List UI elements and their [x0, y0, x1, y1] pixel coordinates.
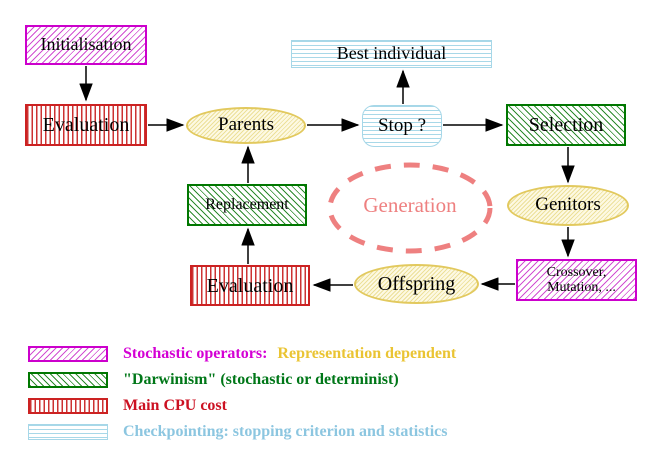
node-selection: Selection	[506, 104, 626, 146]
node-genitors: Genitors	[507, 185, 629, 226]
legend-swatch-darwinism	[28, 372, 108, 388]
legend-label-stochastic: Stochastic operators:	[123, 345, 268, 362]
legend-row-checkpointing: Checkpointing: stopping criterion and st…	[28, 422, 447, 442]
legend-swatch-checkpointing	[28, 424, 108, 440]
node-parents: Parents	[186, 107, 306, 144]
node-crossover-mutation: Crossover, Mutation, ...	[516, 259, 637, 301]
node-replacement: Replacement	[187, 184, 307, 226]
legend-row-cpu-cost: Main CPU cost	[28, 396, 227, 416]
legend-label-darwinism: "Darwinism" (stochastic or determinist)	[123, 371, 399, 388]
crossover-line1: Crossover,	[546, 264, 607, 280]
legend-label-cpu-cost: Main CPU cost	[123, 397, 227, 414]
node-stop: Stop ?	[362, 105, 442, 147]
node-best-individual: Best individual	[291, 40, 492, 68]
node-initialisation: Initialisation	[25, 25, 147, 65]
legend-row-stochastic: Stochastic operators: Representation dep…	[28, 344, 456, 364]
node-evaluation-bottom: Evaluation	[190, 265, 310, 306]
legend-swatch-stochastic	[28, 346, 108, 362]
generation-label: Generation	[363, 193, 457, 217]
node-offspring: Offspring	[354, 264, 479, 304]
legend-label-representation: Representation dependent	[277, 345, 457, 362]
node-evaluation-top: Evaluation	[25, 104, 147, 146]
legend-label-checkpointing: Checkpointing: stopping criterion and st…	[123, 423, 448, 440]
crossover-line2: Mutation, ...	[547, 280, 616, 295]
legend-row-darwinism: "Darwinism" (stochastic or determinist)	[28, 370, 399, 390]
legend-swatch-cpu-cost	[28, 398, 108, 414]
